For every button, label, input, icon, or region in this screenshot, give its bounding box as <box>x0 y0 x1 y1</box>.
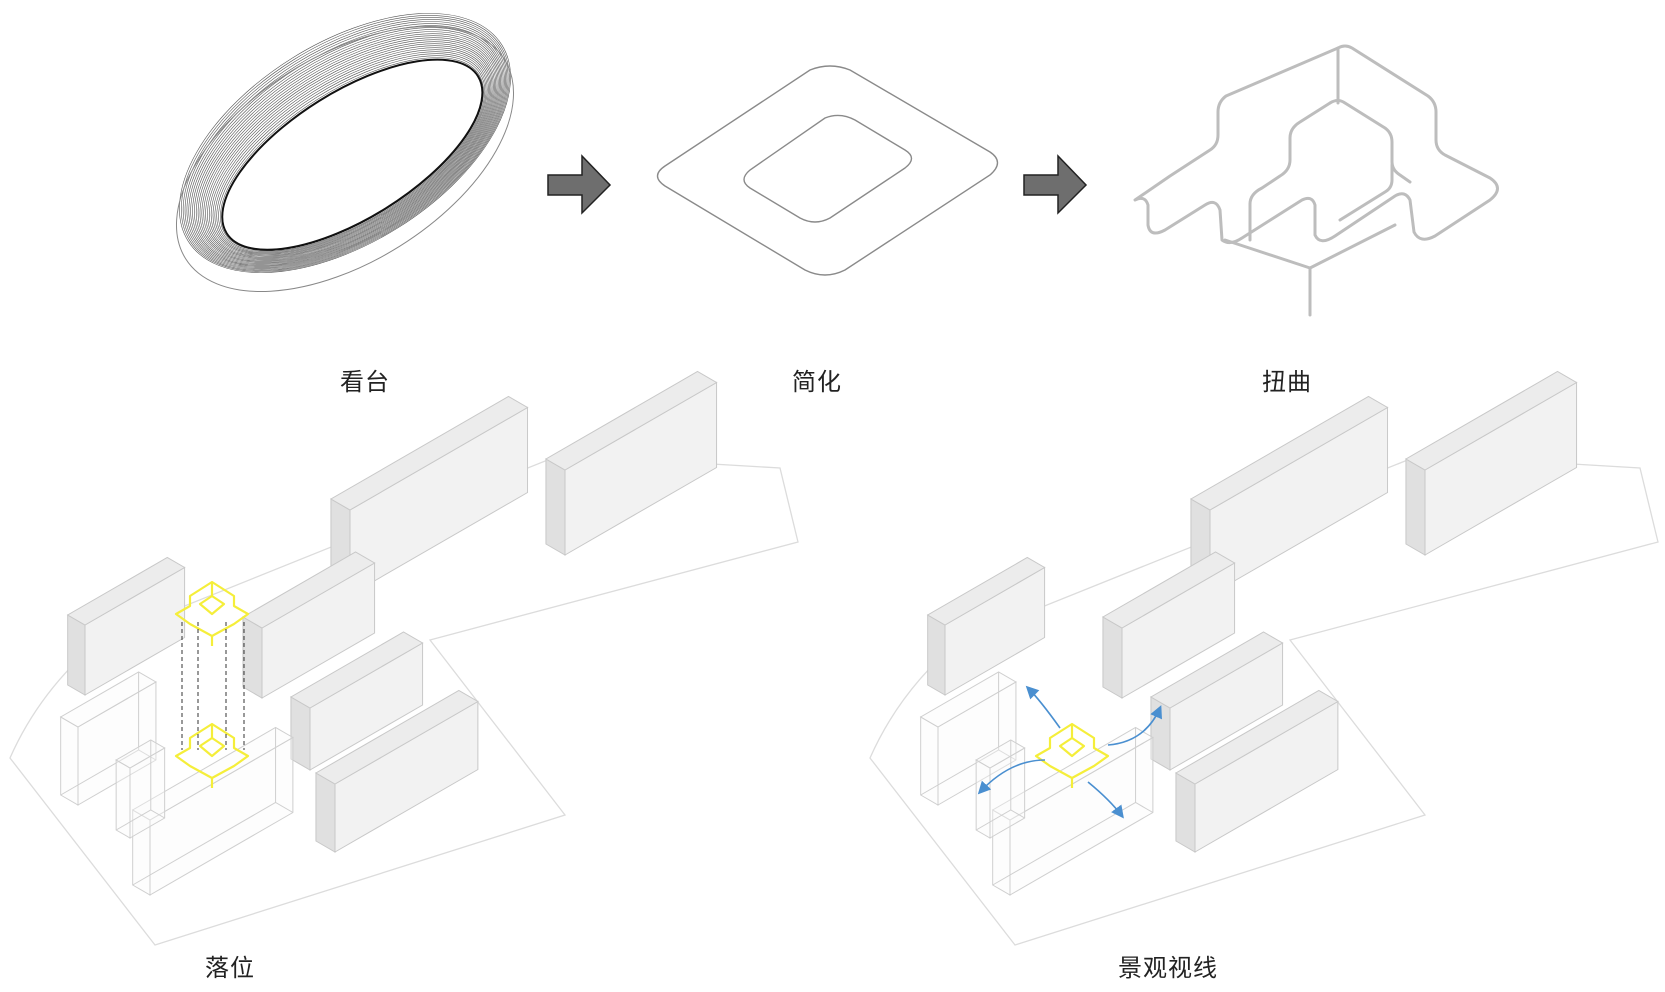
view-arrow-west <box>977 759 1046 795</box>
block-face-left <box>1102 616 1123 699</box>
block-face-left <box>242 616 263 699</box>
stand-ring <box>218 55 486 253</box>
block-middle-2 <box>289 631 424 771</box>
block-face-top <box>544 370 718 471</box>
block-left-l <box>926 556 1046 696</box>
block-face-top <box>329 395 529 511</box>
simplified-diamond-model <box>656 65 999 276</box>
stand-ring <box>195 31 500 264</box>
block-back-slab-2 <box>544 370 718 556</box>
stand-ring <box>194 29 502 265</box>
block-face-left <box>315 772 336 853</box>
stand-outer-wall <box>175 26 515 292</box>
site-label-placement: 落位 <box>205 954 255 982</box>
placed-stand-frame <box>174 722 250 788</box>
stand-ring <box>201 37 497 261</box>
block-face-left <box>290 696 311 771</box>
block-back-slab-1 <box>329 395 529 596</box>
block-face-right <box>1209 406 1389 596</box>
block-front-right <box>314 689 479 853</box>
stand-ring <box>221 58 484 251</box>
floating-stand-frame <box>174 580 250 646</box>
block-face-top <box>241 551 376 629</box>
stand-ring <box>205 41 494 259</box>
block-face-left <box>920 716 939 806</box>
stand-oval-model <box>175 13 515 292</box>
block-face-left <box>545 458 566 556</box>
block-face-top <box>314 689 479 785</box>
view-arrow-east <box>1107 705 1162 746</box>
stand-ring <box>199 35 498 262</box>
twisted-frame-model <box>1133 44 1499 317</box>
drop-lines <box>181 622 245 750</box>
step-label-simplify: 简化 <box>792 368 842 396</box>
stand-ring <box>197 33 499 263</box>
step-arrow-1 <box>547 154 612 215</box>
block-face-top <box>926 556 1046 626</box>
block-middle-1 <box>241 551 376 699</box>
stand-ring <box>214 51 488 254</box>
block-face-top <box>1149 631 1284 709</box>
block-front-right <box>1174 689 1339 853</box>
stand-ring <box>179 13 511 273</box>
stand-ring <box>182 17 509 271</box>
block-left-l <box>66 556 186 696</box>
view-arrow-north <box>1025 685 1061 729</box>
view-arrow-south <box>1087 781 1124 819</box>
block-face-right <box>349 406 529 596</box>
site-massing-placement <box>9 370 799 946</box>
block-face-left <box>67 614 86 696</box>
block-back-slab-2 <box>1404 370 1578 556</box>
stand-ring <box>208 45 492 257</box>
stand-ring <box>210 47 490 256</box>
block-middle-2 <box>1149 631 1284 771</box>
block-face-left <box>927 614 946 696</box>
stand-frame <box>1034 722 1110 788</box>
block-face-top <box>66 556 186 626</box>
stand-ring <box>212 49 489 255</box>
block-middle-1 <box>1101 551 1236 699</box>
block-face-left <box>60 716 79 806</box>
frame-inner <box>198 736 226 758</box>
block-face-left <box>1150 696 1171 771</box>
block-face-top <box>1101 551 1236 629</box>
stand-ring <box>203 39 495 260</box>
stand-ring <box>192 27 503 266</box>
glass-block-left <box>919 671 1017 806</box>
stand-ring <box>190 25 504 267</box>
block-face-top <box>1189 395 1389 511</box>
step-arrow-2 <box>1023 154 1088 215</box>
stand-ring <box>180 15 510 272</box>
block-face-top <box>1174 689 1339 785</box>
frame-inner <box>1058 736 1086 758</box>
site-massing-view-lines <box>869 370 1659 946</box>
frame-inner <box>198 594 226 616</box>
glass-block-mid <box>115 739 166 839</box>
block-face-top <box>1404 370 1578 471</box>
block-face-top <box>289 631 424 709</box>
stand-ring <box>216 53 487 253</box>
block-face-left <box>1175 772 1196 853</box>
stand-ring <box>184 19 508 270</box>
glass-block-front <box>991 726 1154 896</box>
site-label-view-lines: 景观视线 <box>1118 954 1218 982</box>
step-label-stand: 看台 <box>340 368 390 396</box>
stand-ring <box>207 43 493 258</box>
glass-block-front <box>131 726 294 896</box>
block-face-left <box>1405 458 1426 556</box>
view-arrows <box>977 685 1162 819</box>
step-label-twist: 扭曲 <box>1262 368 1312 396</box>
